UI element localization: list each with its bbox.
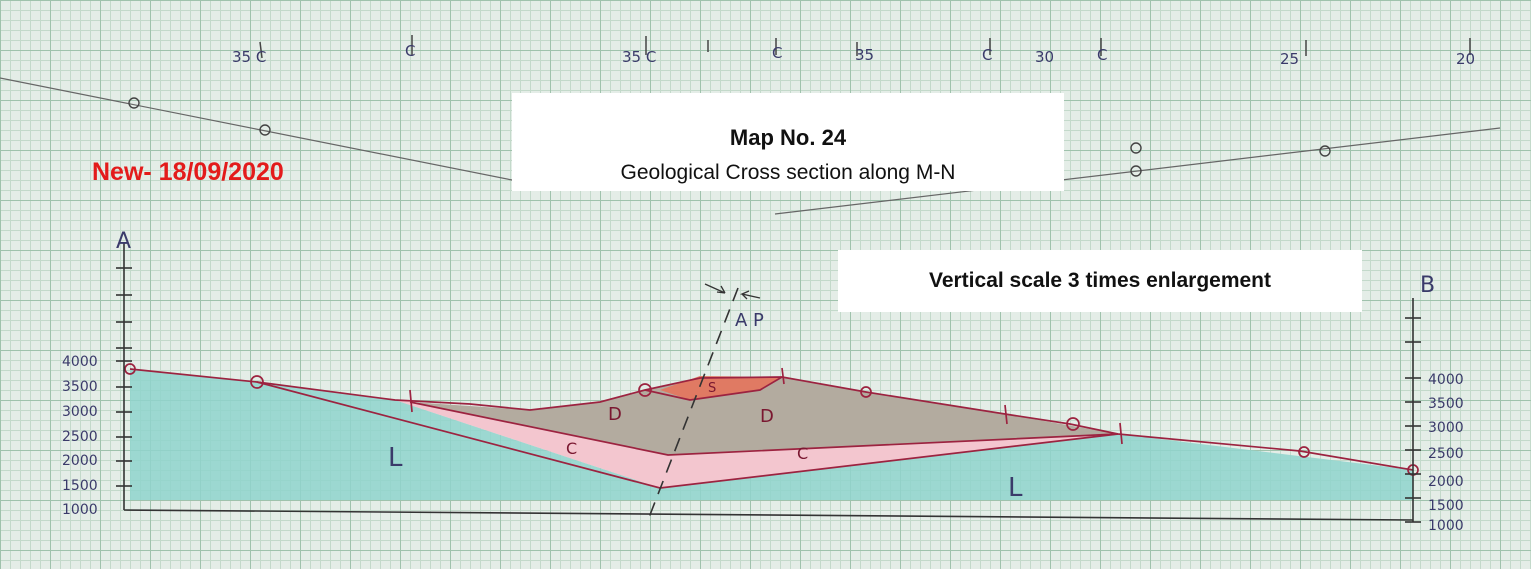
- right-tick-4000: 4000: [1428, 372, 1464, 388]
- dip-point-marker: [128, 97, 140, 109]
- strike-label: 30: [1035, 48, 1054, 66]
- strike-label: 25: [1280, 50, 1299, 68]
- strike-label: C: [982, 46, 992, 64]
- clay-label-left: C: [566, 439, 577, 458]
- right-elevation-labels: 4000 3500 3000 2500 2000 1500 1000: [1428, 372, 1464, 534]
- right-tick-3500: 3500: [1428, 396, 1464, 412]
- right-tick-2500: 2500: [1428, 446, 1464, 462]
- left-tick-3500: 3500: [62, 379, 98, 395]
- strike-label: C: [772, 44, 782, 62]
- right-tick-2000: 2000: [1428, 474, 1464, 490]
- end-label-left: A: [116, 229, 131, 254]
- dip-point-marker: [1130, 165, 1142, 177]
- left-tick-1000: 1000: [62, 502, 98, 518]
- left-tick-2500: 2500: [62, 429, 98, 445]
- right-tick-3000: 3000: [1428, 420, 1464, 436]
- scale-note: Vertical scale 3 times enlargement: [928, 269, 1272, 292]
- axial-plane-trace: [647, 287, 739, 521]
- limestone-label-right: L: [1008, 473, 1023, 503]
- axial-plane-label: A P: [735, 310, 764, 331]
- dolomite-label-left: D: [608, 404, 622, 425]
- scale-note-box: Vertical scale 3 times enlargement: [838, 250, 1362, 312]
- left-tick-2000: 2000: [62, 453, 98, 469]
- left-tick-3000: 3000: [62, 404, 98, 420]
- map-subtitle: Geological Cross section along M-N: [620, 161, 956, 184]
- right-tick-1500: 1500: [1428, 498, 1464, 514]
- date-note: New- 18/09/2020: [92, 158, 284, 186]
- dip-point-marker: [1319, 145, 1331, 157]
- strike-line-left: [0, 77, 513, 181]
- strike-line-right: [774, 127, 1501, 215]
- left-elevation-labels: 4000 3500 3000 2500 2000 1500 1000: [62, 354, 98, 518]
- clay-unit: [395, 400, 1118, 488]
- base-line: [123, 509, 1414, 521]
- left-tick-1500: 1500: [62, 478, 98, 494]
- title-box: Map No. 24 Geological Cross section alon…: [512, 93, 1064, 191]
- topographic-profile: [129, 368, 1414, 471]
- right-tick-1000: 1000: [1428, 518, 1464, 534]
- strike-label: C: [1097, 46, 1107, 64]
- limestone-unit: [130, 369, 1413, 500]
- strike-label: C: [405, 42, 415, 60]
- sandstone-base-contact: [644, 376, 783, 401]
- strike-label: 35 C: [232, 48, 266, 66]
- end-label-right: B: [1420, 273, 1435, 298]
- sandstone-unit: [660, 376, 782, 400]
- dip-point-marker: [259, 124, 271, 136]
- map-title: Map No. 24: [729, 125, 847, 150]
- strike-labels: 35 C C 35 C C 35 C 30 C 25 20: [232, 42, 1475, 68]
- left-tick-4000: 4000: [62, 354, 98, 370]
- dolomite-label-right: D: [760, 406, 774, 427]
- clay-dolomite-contact: [409, 401, 1119, 456]
- clay-label-right: C: [797, 444, 808, 463]
- strike-label: 35: [855, 46, 874, 64]
- sandstone-label: S: [708, 381, 716, 396]
- limestone-label-left: L: [388, 443, 403, 473]
- strike-label: 20: [1456, 50, 1475, 68]
- dolomite-unit: [410, 377, 1118, 455]
- dip-point-marker: [1130, 142, 1142, 154]
- strike-label: 35 C: [622, 48, 656, 66]
